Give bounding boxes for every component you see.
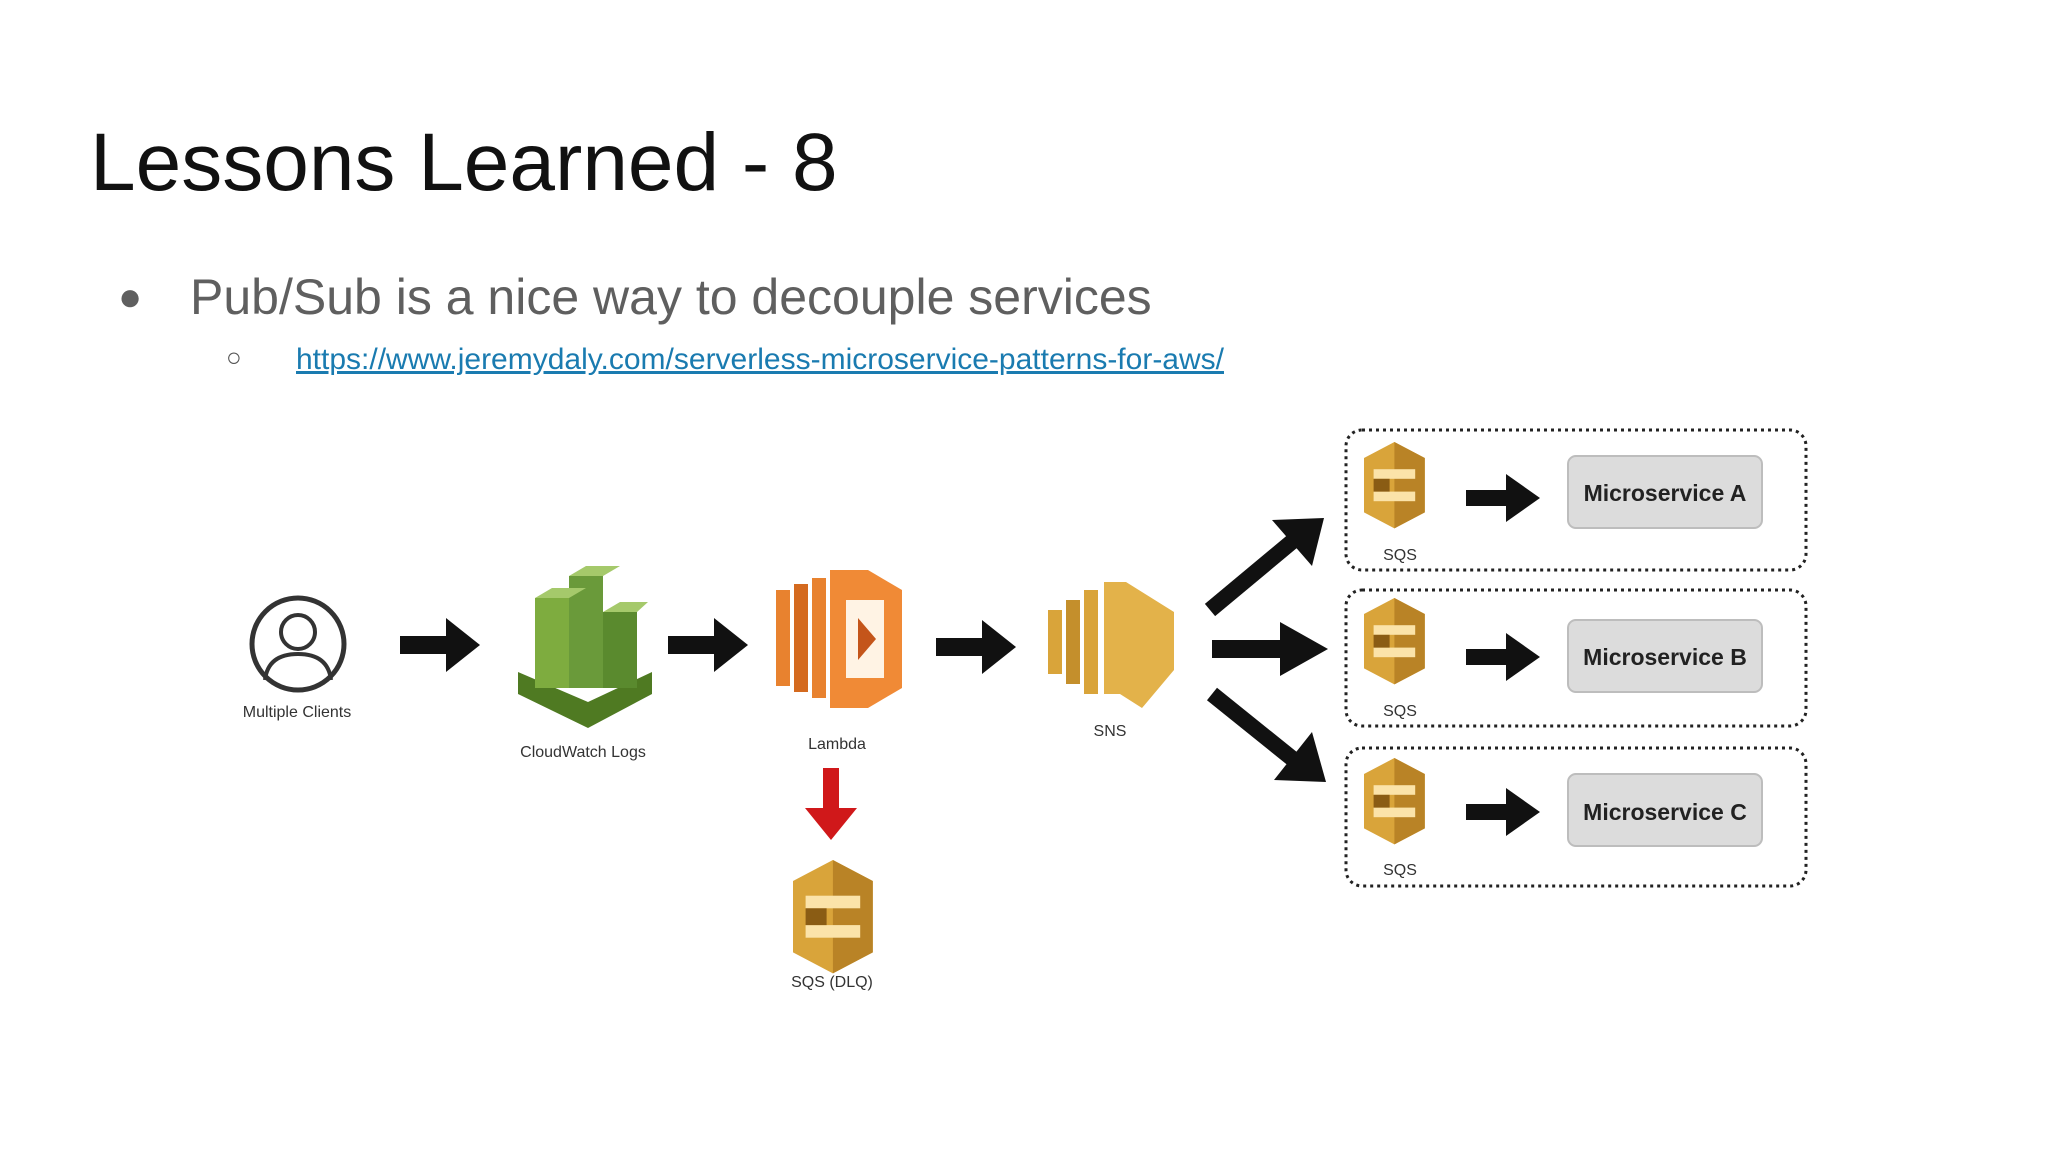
label-sqs-c: SQS <box>1383 862 1417 879</box>
arrow-right-icon <box>668 618 748 672</box>
arrow-right-icon <box>1212 622 1328 676</box>
arrow-right-icon <box>400 618 480 672</box>
microservice-b-box <box>1567 619 1763 693</box>
bullet-text: Pub/Sub is a nice way to decouple servic… <box>190 269 1152 325</box>
sqs-c-icon <box>1364 758 1425 845</box>
sub-bullet-item: ○ https://www.jeremydaly.com/serverless-m… <box>226 344 1224 375</box>
arrow-right-icon <box>936 620 1016 674</box>
microservice-c-box <box>1567 773 1763 847</box>
label-sqs-dlq: SQS (DLQ) <box>791 974 873 991</box>
label-cloudwatch-logs: CloudWatch Logs <box>520 744 646 761</box>
label-microservice-c: Microservice C <box>1583 799 1747 825</box>
arrow-down-right-icon <box>1206 687 1326 782</box>
sqs-a-icon <box>1364 442 1425 529</box>
user-icon <box>249 595 347 693</box>
label-microservice-a: Microservice A <box>1584 480 1747 506</box>
label-multiple-clients: Multiple Clients <box>243 704 351 721</box>
bullet-dot-icon: ● <box>118 275 143 319</box>
reference-link[interactable]: https://www.jeremydaly.com/serverless-mi… <box>296 343 1224 376</box>
sub-bullet-ring-icon: ○ <box>226 342 242 372</box>
label-sqs-a: SQS <box>1383 547 1417 564</box>
sns-icon <box>1048 582 1174 708</box>
label-sns: SNS <box>1094 723 1127 740</box>
sqs-b-icon <box>1364 598 1425 685</box>
arrow-right-icon <box>1466 788 1540 836</box>
error-down-arrow-icon <box>805 768 857 840</box>
lambda-icon <box>776 570 902 708</box>
arrow-right-icon <box>1466 633 1540 681</box>
slide-title: Lessons Learned - 8 <box>90 117 838 208</box>
microservice-a-box <box>1567 455 1763 529</box>
bullet-item: ● Pub/Sub is a nice way to decouple servi… <box>118 272 1152 322</box>
microservice-b-group <box>1344 588 1808 728</box>
label-microservice-b: Microservice B <box>1583 644 1747 670</box>
microservice-c-group <box>1344 746 1808 888</box>
arrow-up-right-icon <box>1204 518 1324 617</box>
sqs-dlq-icon <box>793 860 873 974</box>
label-sqs-b: SQS <box>1383 703 1417 720</box>
microservice-a-group <box>1344 428 1808 572</box>
cloudwatch-icon <box>518 566 652 728</box>
arrow-right-icon <box>1466 474 1540 522</box>
label-lambda: Lambda <box>808 736 866 753</box>
